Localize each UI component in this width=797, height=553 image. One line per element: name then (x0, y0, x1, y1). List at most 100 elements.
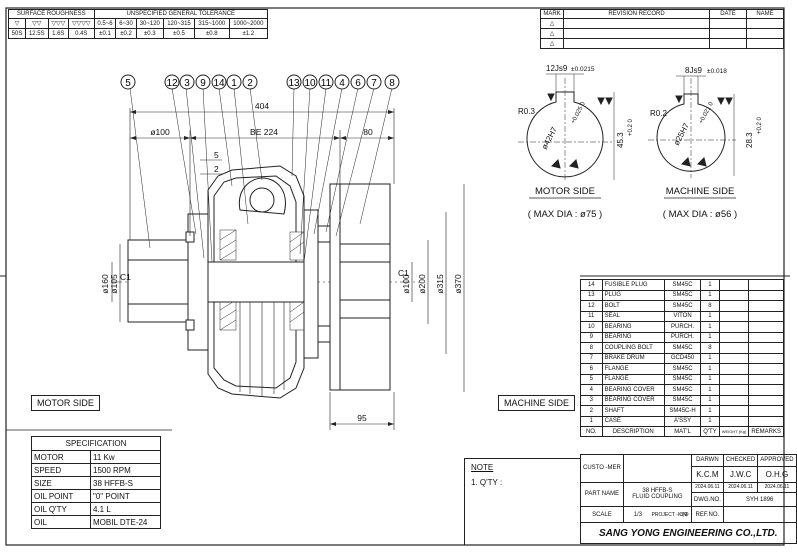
parts-cell-weight (718, 300, 750, 312)
customer-label: CUSTO -MER (580, 454, 624, 483)
scale-label: SCALE (580, 505, 624, 524)
spec-value: 1500 RPM (90, 463, 161, 477)
parts-cell-remarks (748, 279, 784, 291)
parts-cell-desc: BEARING (601, 321, 665, 333)
roughness-symbol: ▽▽▽ (47, 18, 70, 29)
parts-cell-qty: 1 (700, 331, 720, 343)
balloon-14: 14 (211, 74, 227, 90)
parts-cell-weight (718, 342, 750, 354)
svg-text:8: 8 (389, 78, 395, 89)
balloon-1: 1 (226, 74, 242, 90)
parts-header-weight: WEIGHT (Kg) (718, 426, 750, 437)
machine-max-dia: ( MAX DIA : ø56 ) (663, 209, 737, 220)
parts-cell-no: 7 (580, 352, 603, 364)
checked-by: J.W.C (722, 465, 759, 483)
runner-core (249, 187, 275, 213)
balloon-7: 7 (366, 74, 382, 90)
parts-cell-mat: SM45C-H (663, 405, 702, 417)
machine-keyway-section (648, 75, 736, 178)
coupling-bolt (317, 325, 331, 343)
dimension-lines (111, 108, 465, 430)
parts-cell-qty: 8 (700, 342, 720, 354)
balloon-5: 5 (120, 74, 136, 90)
parts-cell-mat: GCD450 (663, 352, 702, 364)
parts-cell-weight (718, 279, 750, 291)
parts-cell-qty: 1 (700, 384, 720, 396)
parts-cell-mat: SM45C (663, 279, 702, 291)
parts-cell-weight (718, 321, 750, 333)
parts-cell-remarks (748, 394, 784, 406)
parts-cell-no: 10 (580, 321, 603, 333)
spec-value: 4.1 L (90, 502, 161, 516)
parts-cell-qty: 1 (700, 289, 720, 301)
roughness-value: 1.6S (47, 28, 70, 39)
roughness-tolerance-table: SURFACE ROUGHNESS UNSPECIFIED GENERAL TO… (7, 9, 269, 39)
machine-section-title: MACHINE SIDE (666, 186, 735, 197)
parts-cell-weight (718, 310, 750, 322)
parts-cell-weight (718, 363, 750, 375)
parts-cell-remarks (748, 321, 784, 333)
balloon-4: 4 (334, 74, 350, 90)
projection-label: PROJECT -ION (651, 512, 687, 519)
parts-cell-desc: FLANGE (601, 363, 665, 375)
dim-d370: ø370 (453, 274, 463, 294)
svg-text:14: 14 (213, 78, 225, 89)
title-block: CUSTO -MER DARWN CHECKED APPROVED K.C.M … (580, 454, 797, 544)
balloon-8: 8 (384, 74, 400, 90)
machine-depth-tol: +0.2 0 (757, 116, 763, 134)
svg-text:7: 7 (371, 78, 377, 89)
scale-value: 1/3 (633, 512, 643, 519)
parts-cell-mat: SM45C (663, 394, 702, 406)
parts-cell-qty: 1 (700, 373, 720, 385)
parts-cell-weight (718, 373, 750, 385)
parts-cell-remarks (748, 352, 784, 364)
parts-cell-qty: 1 (700, 415, 720, 427)
shaft (207, 261, 319, 303)
parts-cell-desc: BOLT (601, 300, 665, 312)
parts-header-desc: DESCRIPTION (601, 426, 665, 437)
coupling-bolt (317, 225, 331, 243)
spec-value: MOBIL DTE-24 (90, 515, 161, 529)
tolerance-range: 315~1000 (194, 18, 230, 29)
parts-cell-remarks (748, 331, 784, 343)
svg-text:11: 11 (321, 78, 332, 89)
motor-max-dia: ( MAX DIA : ø75 ) (528, 209, 602, 220)
motor-side-label: MOTOR SIDE (31, 395, 100, 411)
parts-cell-no: 4 (580, 384, 603, 396)
tolerance-range: 1000~2000 (228, 18, 269, 29)
dimension-texts: 404 ø100 BE 224 80 5 2 95 C1 C1 ø160 ø10… (100, 101, 463, 423)
dim-404: 404 (255, 101, 269, 111)
parts-cell-mat: VITON (663, 310, 702, 322)
tolerance-title: UNSPECIFIED GENERAL TOLERANCE (93, 9, 269, 19)
parts-cell-weight (718, 415, 750, 427)
revision-record-table: MARK REVISION RECORD DATE NAME △ △ △ (540, 9, 784, 49)
parts-cell-no: 12 (580, 300, 603, 312)
parts-cell-qty: 1 (700, 405, 720, 417)
parts-cell-no: 5 (580, 373, 603, 385)
case-inner (213, 175, 297, 389)
balloon-12: 12 (164, 74, 180, 90)
svg-text:9: 9 (200, 78, 206, 89)
tolerance-value: ±0.8 (194, 28, 230, 39)
checked-date: 2024.06.11 (722, 481, 759, 494)
motor-section-title: MOTOR SIDE (535, 186, 595, 197)
tolerance-value: ±0.2 (115, 28, 137, 39)
parts-cell-no: 13 (580, 289, 603, 301)
svg-text:10: 10 (304, 78, 316, 89)
roughness-value: 12.5S (25, 28, 49, 39)
dim-95: 95 (357, 413, 367, 423)
balloon-9: 9 (195, 74, 211, 90)
spec-value: 38 HFFB-S (90, 476, 161, 490)
balloon-13: 13 (286, 74, 302, 90)
balloon-leaders (129, 87, 393, 263)
parts-cell-desc: SEAL (601, 310, 665, 322)
coupling-section (112, 165, 420, 399)
parts-cell-desc: BEARING COVER (601, 384, 665, 396)
parts-cell-remarks (748, 373, 784, 385)
parts-cell-weight (718, 394, 750, 406)
